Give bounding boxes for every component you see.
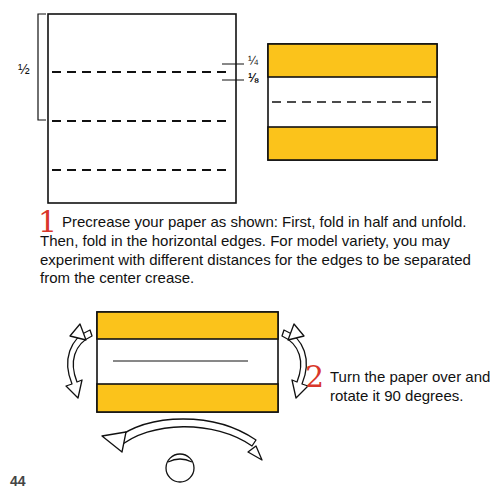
folded-paper <box>268 44 437 160</box>
fraction-label: ⅛ <box>248 72 268 85</box>
leader-line <box>222 80 244 81</box>
rotate-arrow <box>66 324 308 398</box>
step-text: Precrease your paper as shown: First, fo… <box>40 213 480 288</box>
step-number: 2 <box>305 360 329 393</box>
fraction-label: ¼ <box>248 55 268 68</box>
step-text: Turn the paper over and rotate it 90 deg… <box>330 368 492 406</box>
paper-square <box>48 14 236 203</box>
half-bracket <box>38 14 46 120</box>
fraction-label: ½ <box>18 62 36 77</box>
turned-paper <box>97 312 278 412</box>
flip-arrow <box>102 419 262 482</box>
leader-line <box>222 64 244 65</box>
page-number: 44 <box>10 474 50 489</box>
